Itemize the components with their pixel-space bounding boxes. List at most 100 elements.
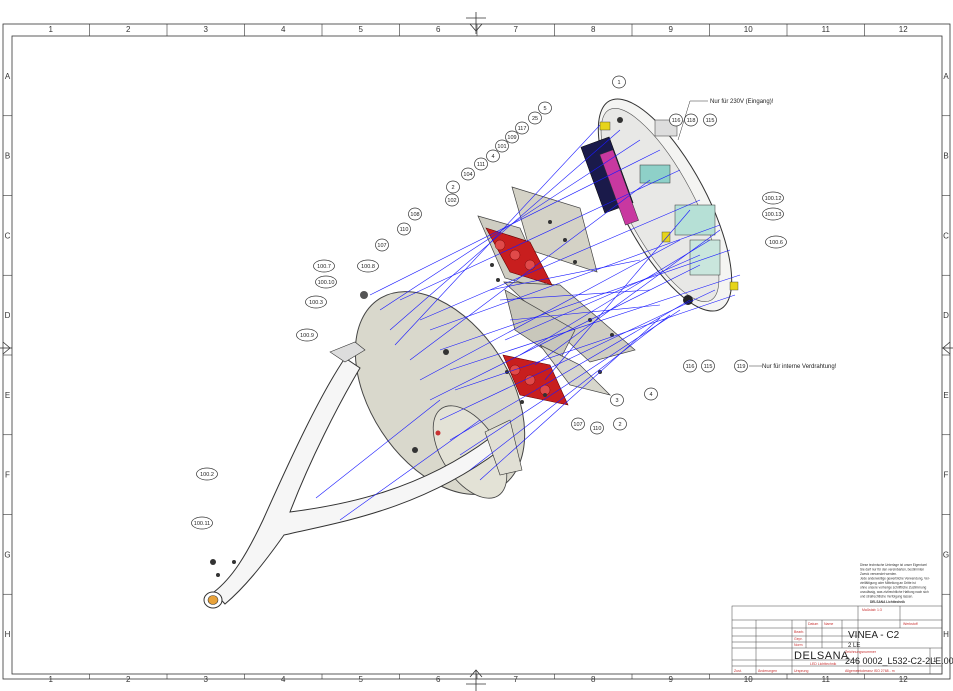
frame-row-label: F <box>944 471 949 480</box>
callout-label: 4 <box>491 154 494 160</box>
cell-norm: Norm <box>794 643 803 647</box>
assembly-line <box>369 149 661 296</box>
callout-balloon: 25 <box>528 111 542 125</box>
callout-label: 1 <box>617 80 620 86</box>
sheet-number: 1 <box>933 658 937 664</box>
callout-label: 101 <box>497 144 506 150</box>
callout-balloon: 107 <box>571 417 585 431</box>
callout-label: 102 <box>447 198 456 204</box>
callout-label: 116 <box>686 364 695 370</box>
callout-balloon: 4 <box>644 387 658 401</box>
cell-origin: Ursprung <box>794 669 808 673</box>
callout-balloon: 115 <box>701 359 715 373</box>
frame-row-label: E <box>5 391 10 400</box>
callout-label: 119 <box>737 364 746 370</box>
callout-balloon: 100.7 <box>313 259 335 273</box>
callout-label: 2 <box>451 185 454 191</box>
assembly-line <box>439 289 716 421</box>
scale-value: 1:3 <box>877 608 882 612</box>
assembly-line <box>339 419 481 521</box>
callout-balloon: 116 <box>683 359 697 373</box>
assembly-line <box>544 209 691 381</box>
frame-column-label: 5 <box>359 675 364 684</box>
frame-column-label: 2 <box>126 675 131 684</box>
callout-balloon: 100.13 <box>762 207 784 221</box>
frame-column-label: 11 <box>822 25 831 34</box>
frame-column-label: 8 <box>591 675 596 684</box>
frame-column-label: 10 <box>744 25 753 34</box>
callout-label: 100.3 <box>309 300 323 306</box>
centering-mark-left <box>0 341 12 355</box>
callout-label: 107 <box>377 243 386 249</box>
callout-balloon: 5 <box>538 101 552 115</box>
assembly-line <box>479 317 661 481</box>
callout-label: 110 <box>400 227 409 233</box>
callout-balloon: 110 <box>590 421 604 435</box>
callout-label: 2 <box>618 422 621 428</box>
callout-label: 115 <box>704 364 713 370</box>
callout-label: 3 <box>615 398 618 404</box>
assembly-line <box>534 229 721 366</box>
frame-row-label: H <box>943 630 949 639</box>
callout-label: 5 <box>543 106 546 112</box>
assembly-lines <box>315 124 741 521</box>
callout-label: 25 <box>532 116 538 122</box>
assembly-line <box>454 294 736 391</box>
disclaimer-line: und strafrechtliche Verfolgung lassen. <box>860 595 913 599</box>
centering-mark-right <box>942 341 953 355</box>
disclaimer-line: Sie darf nur für den vereinbarten, besti… <box>860 568 924 572</box>
assembly-line <box>439 249 731 351</box>
frame-column-label: 3 <box>204 675 209 684</box>
callout-label: 116 <box>672 118 681 124</box>
drawing-number: 246 0002_L532-C2-2LE.00 <box>845 656 953 666</box>
assembly-line <box>509 304 661 321</box>
callout-label: 118 <box>687 118 696 124</box>
frame-column-label: 9 <box>669 25 674 34</box>
material-label: Werkstoff <box>903 622 918 626</box>
callout-label: 111 <box>477 162 485 168</box>
callout-label: 100.6 <box>769 240 783 246</box>
frame-column-label: 9 <box>669 675 674 684</box>
callout-balloon: 118 <box>684 113 698 127</box>
callout-balloon: 109 <box>505 130 519 144</box>
frame-row-label: G <box>4 550 10 559</box>
frame-row-label: D <box>5 311 11 320</box>
callout-balloon: 119 <box>734 359 748 373</box>
callout-balloon: 100.10 <box>315 275 337 289</box>
cell-changes: Änderungen <box>758 669 777 673</box>
frame-column-label: 10 <box>744 675 753 684</box>
frame-column-label: 3 <box>204 25 209 34</box>
frame-row-label: H <box>5 630 11 639</box>
callout-label: 107 <box>573 422 582 428</box>
assembly-line <box>489 259 641 291</box>
callout-label: 117 <box>518 126 527 132</box>
assembly-line <box>394 124 601 346</box>
frame-row-label: E <box>943 391 948 400</box>
disclaimer-line: Diese technische Unterlage ist unser Eig… <box>860 563 927 567</box>
callout-balloon: 117 <box>515 121 529 135</box>
callout-balloon: 115 <box>703 113 717 127</box>
callout-balloon: 1 <box>612 75 626 89</box>
frame-column-label: 1 <box>49 675 54 684</box>
callout-label: 100.2 <box>200 472 214 478</box>
callout-balloon: 107 <box>375 238 389 252</box>
centering-mark-bottom <box>466 669 486 691</box>
callout-balloon: 104 <box>461 167 475 181</box>
frame-column-label: 6 <box>436 675 441 684</box>
frame-row-label: G <box>943 550 949 559</box>
drawing-number-label: Zeichnungsnummer <box>845 650 877 654</box>
callout-balloon: 111 <box>474 157 488 171</box>
frame-column-label: 11 <box>822 675 831 684</box>
assembly-line <box>315 399 441 499</box>
disclaimer-line: vielfältigung oder Mitteilung an Dritte … <box>860 581 916 585</box>
input-note-leader <box>677 100 691 141</box>
callout-label: 100.13 <box>765 212 782 218</box>
callout-balloon: 100.8 <box>357 259 379 273</box>
frame-column-label: 12 <box>899 25 908 34</box>
callout-balloon: 3 <box>610 393 624 407</box>
frame-row-label: B <box>943 152 948 161</box>
assembly-line <box>504 254 701 341</box>
